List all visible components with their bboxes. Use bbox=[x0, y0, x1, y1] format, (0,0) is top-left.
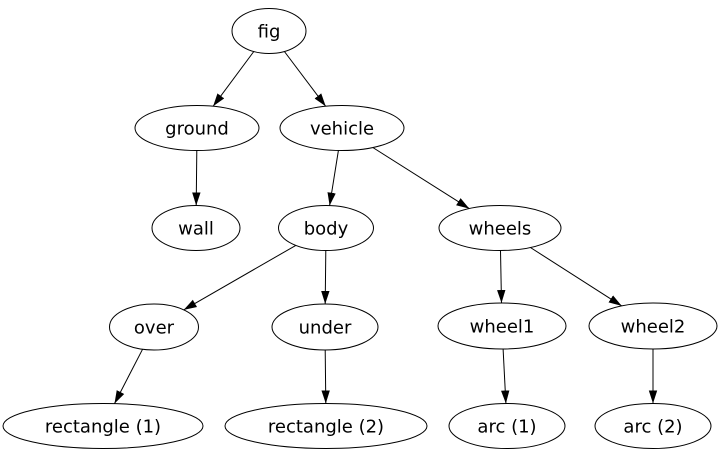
edge-fig-vehicle bbox=[284, 51, 327, 107]
node-label-wheels: wheels bbox=[469, 218, 532, 239]
node-label-under: under bbox=[299, 317, 352, 338]
edge-over-rect1 bbox=[114, 348, 144, 404]
node-wheel1: wheel1 bbox=[437, 302, 567, 350]
edge-wheel1-arc1 bbox=[501, 348, 510, 404]
edge-vehicle-wheels bbox=[372, 147, 470, 210]
node-rect2: rectangle (2) bbox=[224, 403, 428, 449]
node-vehicle: vehicle bbox=[279, 105, 405, 151]
node-ellipse-vehicle bbox=[279, 105, 405, 151]
edge-wheels-wheel1 bbox=[497, 250, 506, 304]
edge-wheels-wheel2 bbox=[530, 247, 622, 307]
node-ellipse-wheels bbox=[438, 205, 562, 251]
node-ellipse-rect2 bbox=[224, 403, 428, 449]
node-label-wheel1: wheel1 bbox=[470, 316, 535, 337]
node-label-wall: wall bbox=[178, 218, 214, 239]
edge-ground-wall bbox=[192, 150, 201, 206]
node-ellipse-wall bbox=[151, 205, 241, 251]
edge-body-over bbox=[183, 244, 297, 311]
node-label-over: over bbox=[134, 317, 175, 338]
edge-fig-ground bbox=[212, 51, 255, 107]
node-label-vehicle: vehicle bbox=[310, 118, 374, 139]
node-label-rect2: rectangle (2) bbox=[268, 416, 384, 437]
node-ellipse-rect1 bbox=[2, 403, 204, 449]
node-under: under bbox=[271, 303, 379, 351]
node-label-wheel2: wheel2 bbox=[621, 316, 686, 337]
node-label-rect1: rectangle (1) bbox=[45, 416, 161, 437]
edge-body-under bbox=[321, 250, 330, 305]
node-ellipse-arc1 bbox=[448, 403, 566, 449]
node-rect1: rectangle (1) bbox=[2, 403, 204, 449]
edge-under-rect2 bbox=[321, 349, 330, 404]
node-ellipse-wheel1 bbox=[437, 302, 567, 350]
edge-vehicle-body bbox=[327, 150, 339, 206]
node-ellipse-body bbox=[278, 205, 374, 251]
node-arc2: arc (2) bbox=[594, 403, 712, 449]
node-label-arc2: arc (2) bbox=[623, 416, 682, 437]
node-label-fig: fig bbox=[258, 21, 281, 42]
node-over: over bbox=[109, 303, 199, 351]
node-ellipse-wheel2 bbox=[588, 302, 718, 350]
node-ellipse-under bbox=[271, 303, 379, 351]
node-arc1: arc (1) bbox=[448, 403, 566, 449]
node-label-body: body bbox=[304, 218, 349, 239]
node-fig: fig bbox=[231, 8, 307, 54]
node-wheels: wheels bbox=[438, 205, 562, 251]
node-ground: ground bbox=[134, 105, 260, 151]
node-label-ground: ground bbox=[165, 118, 229, 139]
node-ellipse-arc2 bbox=[594, 403, 712, 449]
node-body: body bbox=[278, 205, 374, 251]
node-wheel2: wheel2 bbox=[588, 302, 718, 350]
node-wall: wall bbox=[151, 205, 241, 251]
node-ellipse-over bbox=[109, 303, 199, 351]
node-ellipse-ground bbox=[134, 105, 260, 151]
node-label-arc1: arc (1) bbox=[477, 416, 536, 437]
node-ellipse-fig bbox=[231, 8, 307, 54]
